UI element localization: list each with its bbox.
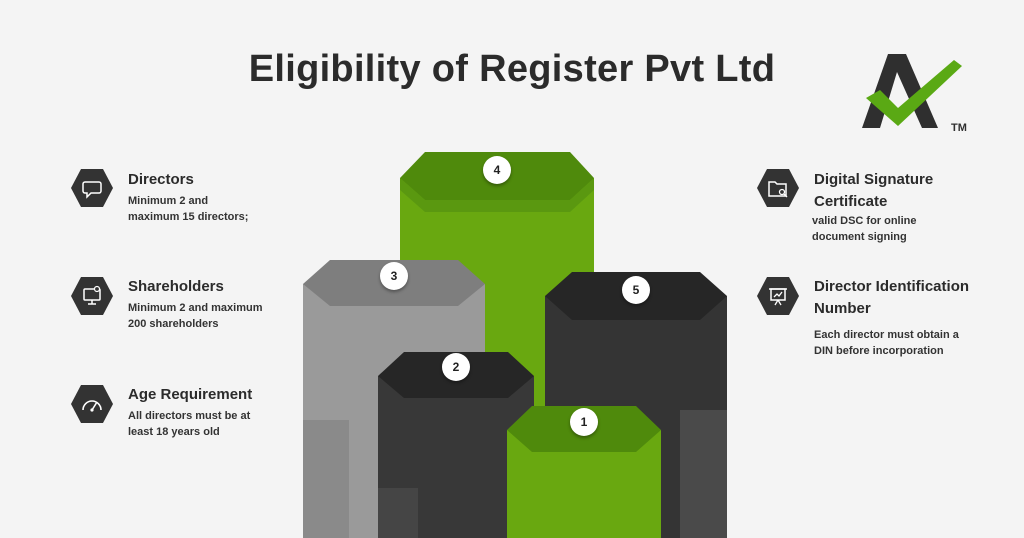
dsc-title-line: Digital Signature — [814, 171, 934, 188]
age-desc-line: least 18 years old — [128, 426, 220, 438]
dsc-desc-line: valid DSC for online — [812, 215, 917, 227]
pillar-number-badge: 5 — [622, 276, 650, 304]
din-desc-line: DIN before incorporation — [814, 345, 944, 357]
page-title: Eligibility of Register Pvt Ltd — [248, 48, 776, 90]
pillar-number-badge: 1 — [570, 408, 598, 436]
age-title: Age Requirement — [128, 386, 253, 403]
pillar-number-badge: 2 — [442, 353, 470, 381]
speedometer-icon — [71, 385, 113, 423]
age-desc-line: All directors must be at — [128, 410, 251, 422]
shareholders-desc-line: 200 shareholders — [128, 318, 219, 330]
age-desc: All directors must be at least 18 years … — [128, 408, 250, 440]
trademark-label: TM — [951, 122, 967, 134]
directors-title: Directors — [128, 171, 194, 188]
shareholders-desc-line: Minimum 2 and maximum — [128, 302, 263, 314]
dsc-desc: valid DSC for online document signing — [812, 213, 917, 245]
dsc-title-line: Certificate — [814, 193, 888, 210]
shareholders-title: Shareholders — [128, 278, 224, 295]
din-desc: Each director must obtain a DIN before i… — [814, 327, 959, 359]
chat-bubble-icon — [71, 169, 113, 207]
din-desc-line: Each director must obtain a — [814, 329, 959, 341]
brand-logo: TM — [862, 54, 967, 134]
dsc-title: Digital Signature Certificate — [814, 169, 933, 213]
pillar-number-badge: 3 — [380, 262, 408, 290]
directors-desc-line: maximum 15 directors; — [128, 211, 249, 223]
pillar-number-badge: 4 — [483, 156, 511, 184]
monitor-user-icon — [71, 277, 113, 315]
shareholders-desc: Minimum 2 and maximum 200 shareholders — [128, 300, 262, 332]
din-title-line: Number — [814, 300, 871, 317]
din-title: Director Identification Number — [814, 276, 969, 320]
folder-search-icon — [757, 169, 799, 207]
din-title-line: Director Identification — [814, 278, 970, 295]
dsc-desc-line: document signing — [812, 231, 907, 243]
directors-desc-line: Minimum 2 and — [128, 195, 209, 207]
directors-desc: Minimum 2 and maximum 15 directors; — [128, 193, 248, 225]
presentation-icon — [757, 277, 799, 315]
